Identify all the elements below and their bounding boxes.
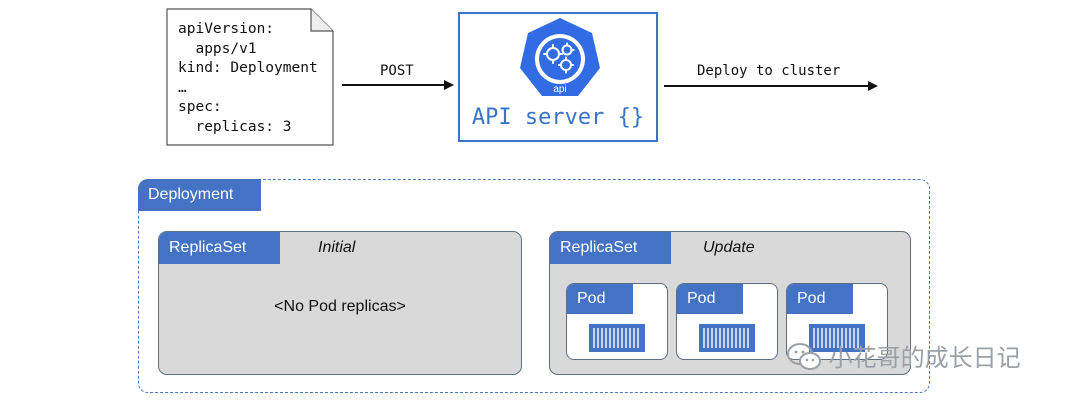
document-shape xyxy=(166,8,334,146)
deploy-arrow xyxy=(664,81,878,91)
replicaset-note: Update xyxy=(703,239,755,256)
yaml-content: apiVersion: apps/v1 kind: Deployment … s… xyxy=(178,20,318,137)
wechat-icon xyxy=(787,343,821,370)
watermark: 小花哥的成长日记 xyxy=(786,338,1021,373)
no-pod-replicas-text: <No Pod replicas> xyxy=(274,298,406,315)
replicaset-update: ReplicaSet Update Pod Pod Pod xyxy=(549,231,911,375)
api-server-title: API server {} xyxy=(471,105,645,130)
container-icon xyxy=(699,324,755,352)
api-server-box: api API server {} xyxy=(458,12,658,142)
pod: Pod xyxy=(676,283,778,360)
watermark-text: 小花哥的成长日记 xyxy=(828,344,1021,372)
container-icon xyxy=(809,324,865,352)
pod: Pod xyxy=(566,283,668,360)
yaml-line: apps/v1 xyxy=(178,40,257,57)
replicaset-label: ReplicaSet xyxy=(159,232,280,264)
pod-label: Pod xyxy=(787,284,853,314)
deployment-container: Deployment xyxy=(138,179,930,393)
post-label: POST xyxy=(380,63,414,79)
post-arrow xyxy=(342,80,454,90)
yaml-line: spec: xyxy=(178,99,222,115)
replicaset-initial: ReplicaSet Initial <No Pod replicas> xyxy=(158,231,522,375)
pod-label: Pod xyxy=(677,284,743,314)
deployment-label: Deployment xyxy=(138,179,261,211)
pod-label: Pod xyxy=(567,284,633,314)
yaml-line: replicas: 3 xyxy=(178,118,292,135)
yaml-line: kind: Deployment xyxy=(178,60,318,76)
pod: Pod xyxy=(786,283,888,360)
api-logo-text: api xyxy=(553,84,566,95)
kubernetes-api-logo-icon: api xyxy=(520,18,600,96)
replicaset-label: ReplicaSet xyxy=(550,232,671,264)
deploy-label: Deploy to cluster xyxy=(697,63,841,79)
container-icon xyxy=(589,324,645,352)
replicaset-note: Initial xyxy=(318,239,356,256)
yaml-line: … xyxy=(178,79,187,96)
yaml-line: apiVersion: xyxy=(178,21,275,37)
deployment-yaml-document: apiVersion: apps/v1 kind: Deployment … s… xyxy=(166,8,334,146)
